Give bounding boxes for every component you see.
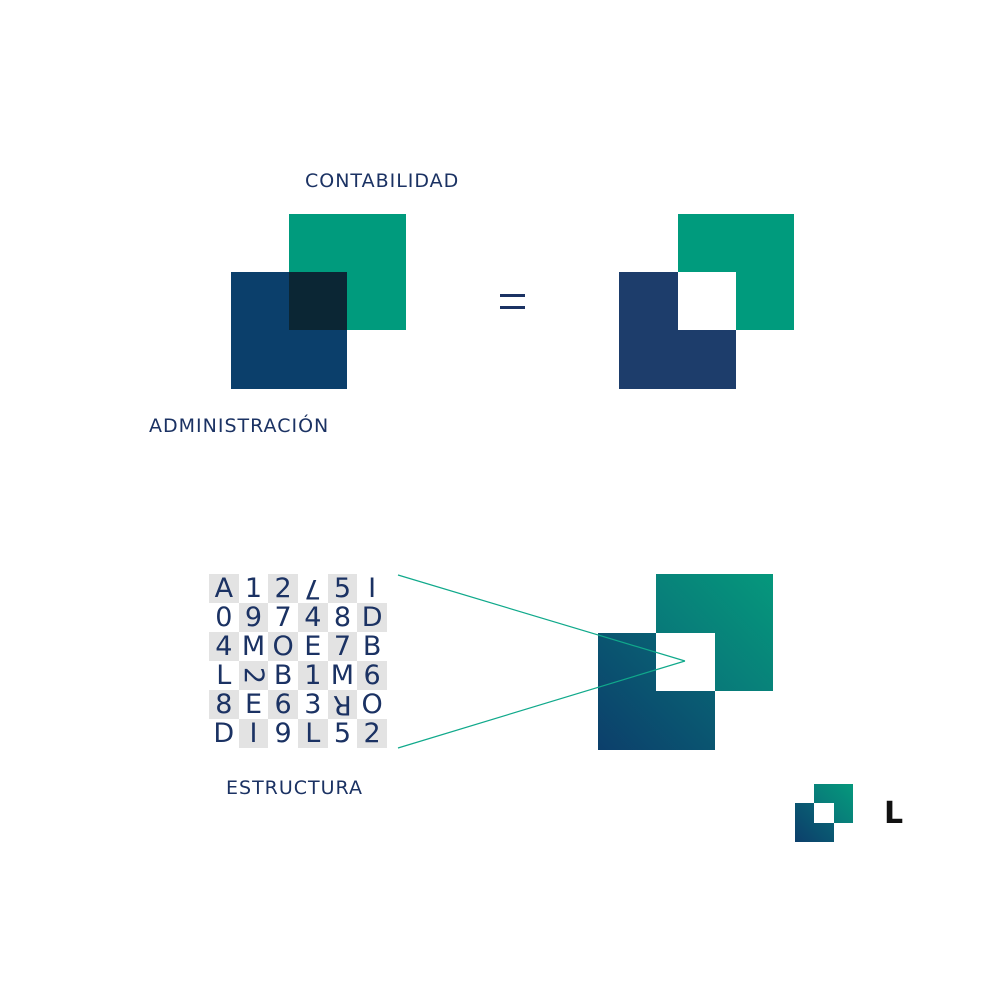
grid-character: O <box>272 631 294 662</box>
grid-cell: M <box>328 661 358 690</box>
grid-cell: 7 <box>268 603 298 632</box>
grid-character: 2 <box>274 573 292 604</box>
grid-character: O <box>361 689 383 720</box>
equals-bar-bottom <box>500 306 525 309</box>
grid-character: 6 <box>274 689 292 720</box>
grid-cell: 8 <box>328 603 358 632</box>
grid-character: 8 <box>215 689 233 720</box>
grid-character: 7 <box>333 631 352 662</box>
grid-character: 5 <box>333 718 352 749</box>
grid-cell: 2 <box>357 719 387 748</box>
grid-character: M <box>330 660 355 691</box>
grid-cell: 6 <box>268 690 298 719</box>
grid-cell: 4 <box>297 602 328 633</box>
grid-character: 2 <box>237 666 269 685</box>
grid-character: A <box>214 573 234 604</box>
grid-character: R <box>333 689 352 720</box>
connector-line-top <box>397 574 686 662</box>
estructura-label: ESTRUCTURA <box>226 777 363 799</box>
result-white-center <box>678 272 736 330</box>
grid-cell: 6 <box>357 661 387 690</box>
grid-character: D <box>213 718 235 749</box>
grid-cell: D <box>357 603 387 632</box>
grid-cell: 7 <box>327 631 358 662</box>
grid-character: I <box>249 718 258 749</box>
equals-bar-top <box>500 294 525 297</box>
grid-cell: 7 <box>298 573 328 604</box>
administracion-label: ADMINISTRACIÓN <box>149 415 330 437</box>
grid-cell: O <box>357 690 387 719</box>
grid-cell: 8 <box>209 690 239 719</box>
grid-character: I <box>368 573 377 604</box>
grid-cell: 3 <box>298 690 328 719</box>
grid-character: 8 <box>333 602 352 633</box>
grid-character: 7 <box>274 602 292 633</box>
grid-cell: L <box>209 661 239 690</box>
grid-cell: 4 <box>209 632 239 661</box>
grid-character: M <box>241 631 266 662</box>
grid-character: B <box>273 660 293 691</box>
grid-character: 1 <box>304 660 322 691</box>
grid-character: L <box>216 660 232 691</box>
grid-cell: 5 <box>328 719 358 748</box>
overlap-square <box>289 272 347 330</box>
grid-cell: A <box>209 574 239 603</box>
grid-cell: 2 <box>268 574 298 603</box>
grid-cell: I <box>357 574 387 603</box>
grid-character: 9 <box>244 602 263 633</box>
grid-cell: 2 <box>237 661 269 690</box>
grid-character: E <box>304 631 322 662</box>
grid-character: 9 <box>274 718 292 749</box>
contabilidad-label: CONTABILIDAD <box>305 170 460 192</box>
grid-cell: B <box>268 661 298 690</box>
small-logo-white-center <box>814 803 834 823</box>
grid-character: 4 <box>304 602 322 633</box>
grid-character: B <box>362 631 382 662</box>
grid-cell: 1 <box>297 660 328 691</box>
logo-white-center <box>656 633 715 691</box>
grid-cell: R <box>327 689 358 720</box>
grid-cell: E <box>239 690 269 719</box>
grid-character: 5 <box>333 573 352 604</box>
grid-cell: O <box>268 632 298 661</box>
grid-cell: 9 <box>238 602 269 633</box>
grid-character: D <box>361 602 383 633</box>
grid-character: 1 <box>244 573 263 604</box>
grid-character: E <box>244 689 263 720</box>
small-logo-letter: L <box>884 796 904 831</box>
grid-character: 6 <box>363 660 381 691</box>
grid-cell: M <box>239 632 269 661</box>
grid-cell: D <box>209 719 239 748</box>
grid-character: 7 <box>304 573 322 604</box>
grid-cell: 9 <box>268 719 298 748</box>
grid-cell: 0 <box>209 603 239 632</box>
connector-line-bottom <box>397 660 686 749</box>
grid-cell: I <box>238 718 269 749</box>
grid-cell: E <box>298 632 328 661</box>
grid-character: 4 <box>215 631 233 662</box>
grid-character: 2 <box>363 718 381 749</box>
grid-cell: 1 <box>239 574 269 603</box>
grid-character: 0 <box>215 602 233 633</box>
grid-cell: L <box>297 718 328 749</box>
grid-character: L <box>305 718 321 749</box>
grid-character: 3 <box>304 689 322 720</box>
grid-cell: B <box>357 632 387 661</box>
grid-cell: 5 <box>327 573 358 604</box>
